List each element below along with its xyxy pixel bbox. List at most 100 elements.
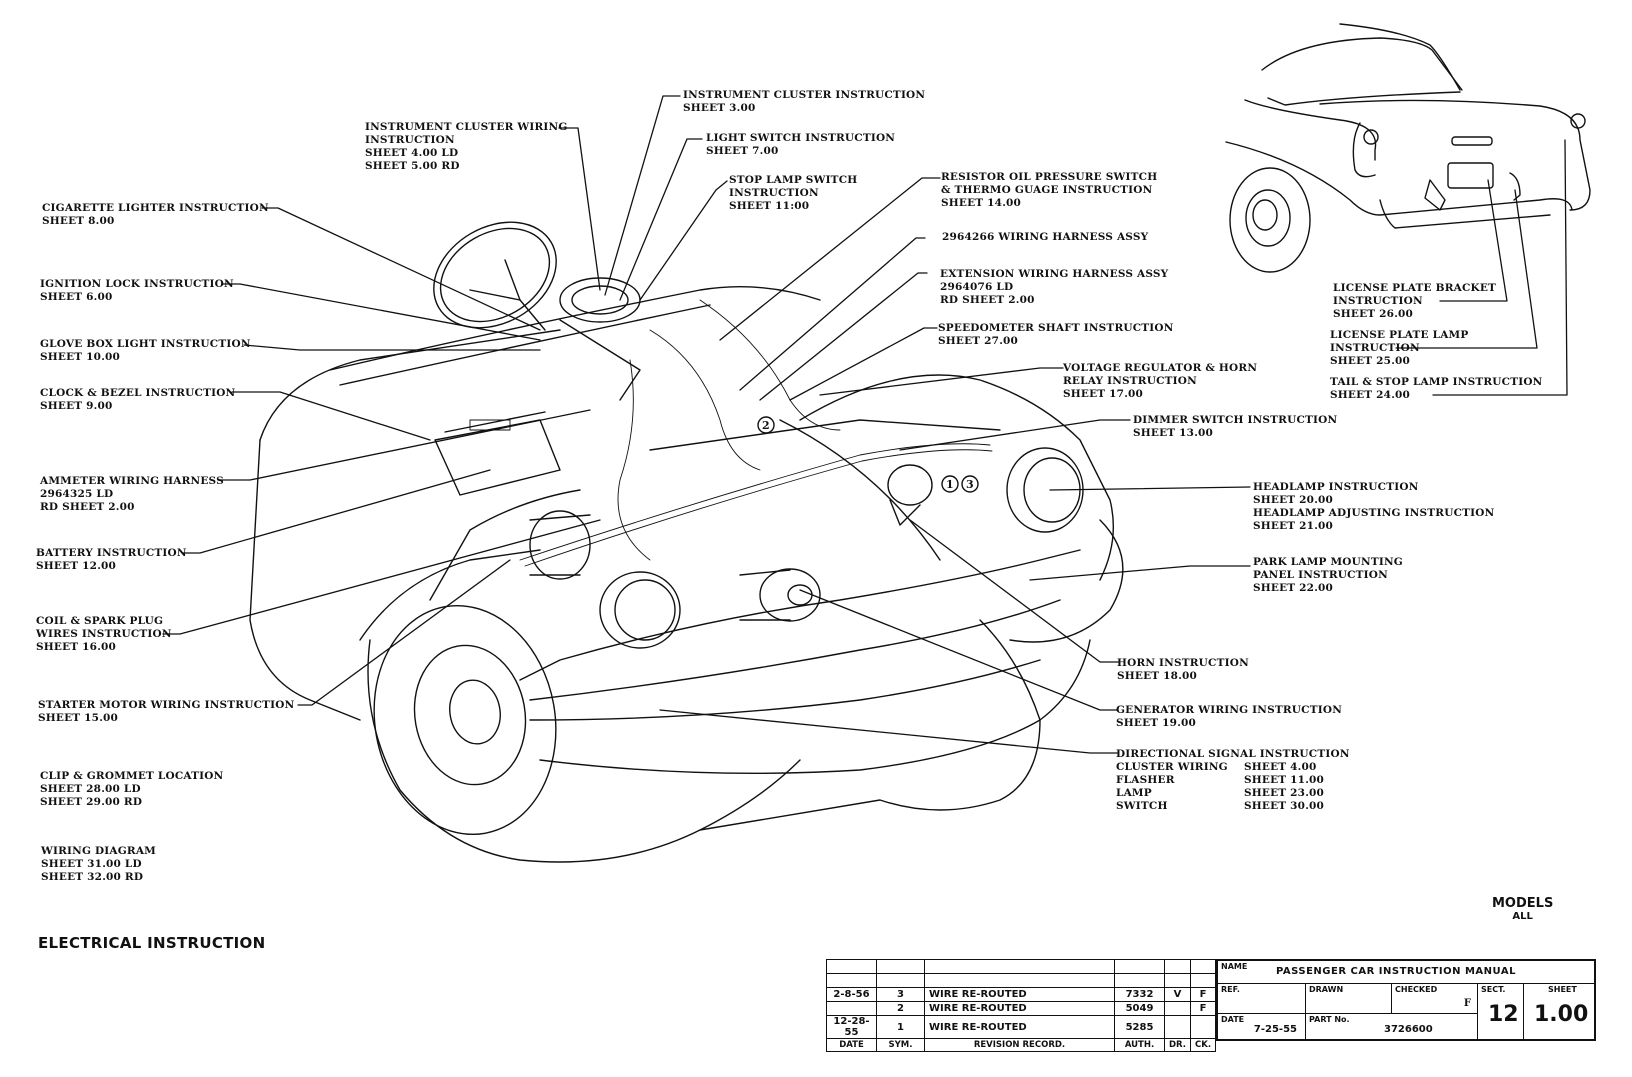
col-header-record: REVISION RECORD.: [924, 1038, 1115, 1052]
callout-line: SHEET 21.00: [1253, 520, 1334, 532]
callout-line: RD SHEET 2.00: [40, 501, 135, 513]
callout-license-plate-bracket: LICENSE PLATE BRACKET INSTRUCTION SHEET …: [1333, 282, 1496, 321]
callout-line: SHEET 5.00 RD: [365, 160, 460, 172]
callout-line: INSTRUMENT CLUSTER WIRING: [365, 121, 568, 133]
rev-dr: [1164, 1015, 1191, 1039]
rev-date: 2-8-56: [826, 987, 877, 1002]
callout-line: SHEET 12.00: [36, 560, 117, 572]
wiring-harness-drawing: [519, 299, 993, 567]
table-row: [826, 973, 1217, 988]
leader-lines: [162, 95, 1568, 754]
callout-starter-motor: STARTER MOTOR WIRING INSTRUCTION SHEET 1…: [38, 699, 294, 725]
ref-label: REF.: [1221, 985, 1240, 994]
col-header-ck: CK.: [1189, 1038, 1217, 1052]
callout-line: SHEET 6.00: [40, 291, 113, 303]
callout-line: COIL & SPARK PLUG: [36, 615, 164, 627]
callout-line: WIRES INSTRUCTION: [36, 628, 172, 640]
part-cell: PART No. 3726600: [1306, 1014, 1478, 1039]
date-label: DATE: [1221, 1015, 1245, 1024]
rev-ck: [1189, 959, 1217, 974]
col-header-date: DATE: [826, 1038, 877, 1052]
table-header-row: DATE SYM. REVISION RECORD. AUTH. DR. CK.: [826, 1038, 1217, 1052]
callout-line: WIRING DIAGRAM: [41, 845, 156, 857]
callout-stop-lamp-switch: STOP LAMP SWITCH INSTRUCTION SHEET 11:00: [729, 174, 857, 213]
callout-line: RELAY INSTRUCTION: [1063, 375, 1197, 387]
sect-value: 12: [1488, 1002, 1519, 1027]
callout-line: DIMMER SWITCH INSTRUCTION: [1133, 414, 1338, 426]
callout-speedometer-shaft: SPEEDOMETER SHAFT INSTRUCTION SHEET 27.0…: [938, 322, 1174, 348]
rev-sym: [876, 959, 925, 974]
sect-cell: SECT. 12: [1478, 984, 1524, 1039]
callout-line: TAIL & STOP LAMP INSTRUCTION: [1330, 376, 1543, 388]
callout-line: 2964266 WIRING HARNESS ASSY: [942, 231, 1149, 243]
callout-line: SHEET 11:00: [729, 200, 810, 212]
models-block: MODELS ALL: [1492, 896, 1553, 922]
name-label: NAME: [1221, 962, 1248, 971]
callout-line: & THERMO GUAGE INSTRUCTION: [941, 184, 1153, 196]
callout-line: VOLTAGE REGULATOR & HORN: [1063, 362, 1258, 374]
rev-ck: F: [1189, 1001, 1217, 1016]
callout-coil-spark-plug: COIL & SPARK PLUG WIRES INSTRUCTION SHEE…: [36, 615, 172, 654]
callout-line: SHEET 7.00: [706, 145, 779, 157]
callout-line: SHEET 27.00: [938, 335, 1019, 347]
callout-line: STOP LAMP SWITCH: [729, 174, 858, 186]
sect-label: SECT.: [1481, 985, 1506, 994]
callout-line: RD SHEET 2.00: [940, 294, 1035, 306]
models-value: ALL: [1512, 911, 1533, 922]
name-cell: NAME PASSENGER CAR INSTRUCTION MANUAL: [1218, 961, 1594, 984]
callout-line: SHEET 24.00: [1330, 389, 1411, 401]
callout-generator: GENERATOR WIRING INSTRUCTION SHEET 19.00: [1116, 704, 1342, 730]
rev-record: WIRE RE-ROUTED: [924, 1001, 1115, 1016]
callout-line: SHEET 25.00: [1330, 355, 1411, 367]
table-row: 2 WIRE RE-ROUTED 5049 F: [826, 1001, 1217, 1016]
callout-ammeter-harness: AMMETER WIRING HARNESS 2964325 LD RD SHE…: [40, 475, 224, 514]
revision-table: 2-8-56 3 WIRE RE-ROUTED 7332 V F 2 WIRE …: [826, 959, 1217, 1052]
date-value: 7-25-55: [1253, 1024, 1297, 1035]
callout-line: HEADLAMP INSTRUCTION: [1253, 481, 1419, 493]
rear-car-drawing: [1225, 23, 1591, 273]
callout-line: SHEET 32.00 RD: [41, 871, 144, 883]
table-row: 12-28-55 1 WIRE RE-ROUTED 5285: [826, 1015, 1217, 1039]
callout-line: LIGHT SWITCH INSTRUCTION: [706, 132, 896, 144]
callout-line: SHEET 8.00: [42, 215, 115, 227]
callout-line: INSTRUCTION: [1330, 342, 1420, 354]
callout-line: SHEET 18.00: [1117, 670, 1198, 682]
rev-dr: [1164, 973, 1191, 988]
models-label: MODELS: [1492, 896, 1554, 911]
rev-ck: F: [1189, 987, 1217, 1002]
rev-record: WIRE RE-ROUTED: [924, 987, 1115, 1002]
callout-directional-signal: DIRECTIONAL SIGNAL INSTRUCTION CLUSTER W…: [1116, 748, 1350, 813]
rev-auth: 5285: [1114, 1015, 1165, 1039]
rev-sym: 2: [876, 1001, 925, 1016]
callout-line: PARK LAMP MOUNTING: [1253, 556, 1403, 568]
rev-date: [826, 1001, 877, 1016]
rev-ck: [1189, 1015, 1217, 1039]
rev-date: [826, 973, 877, 988]
callout-glove-box-light: GLOVE BOX LIGHT INSTRUCTION SHEET 10.00: [40, 338, 251, 364]
checked-cell: CHECKED F: [1392, 984, 1478, 1014]
page-title: ELECTRICAL INSTRUCTION: [38, 934, 266, 952]
rev-auth: [1114, 959, 1165, 974]
marker-1: [941, 475, 959, 493]
rev-sym: [876, 973, 925, 988]
callout-line: CIGARETTE LIGHTER INSTRUCTION: [42, 202, 269, 214]
rev-auth: [1114, 973, 1165, 988]
rev-sym: 1: [876, 1015, 925, 1039]
part-value: 3726600: [1384, 1024, 1433, 1035]
sheet-label: SHEET: [1548, 985, 1577, 994]
callout-battery: BATTERY INSTRUCTION SHEET 12.00: [36, 547, 187, 573]
rev-date: [826, 959, 877, 974]
callout-line: SHEET 16.00: [36, 641, 117, 653]
callout-cigarette-lighter: CIGARETTE LIGHTER INSTRUCTION SHEET 8.00: [42, 202, 269, 228]
callout-line: INSTRUCTION: [729, 187, 819, 199]
title-block: NAME PASSENGER CAR INSTRUCTION MANUAL RE…: [1216, 959, 1596, 1041]
marker-3: [961, 475, 979, 493]
rev-record: WIRE RE-ROUTED: [924, 1015, 1115, 1039]
callout-resistor-oil-pressure: RESISTOR OIL PRESSURE SWITCH & THERMO GU…: [941, 171, 1157, 210]
rev-record: [924, 973, 1115, 988]
checked-value: F: [1463, 998, 1471, 1009]
callout-line: SHEET 17.00: [1063, 388, 1144, 400]
callout-line: SHEET 29.00 RD: [40, 796, 143, 808]
